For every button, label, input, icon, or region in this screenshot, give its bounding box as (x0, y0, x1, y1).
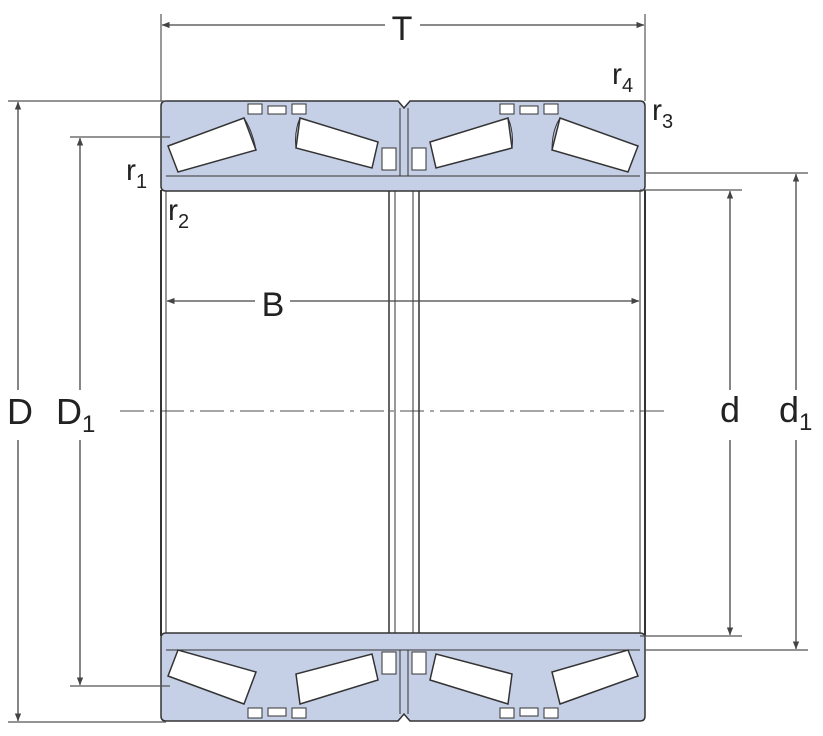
label-r4: r4 (612, 58, 633, 97)
label-r4-main: r (612, 58, 622, 91)
label-D1: D1 (56, 391, 95, 438)
label-T: T (392, 10, 413, 48)
label-r2-main: r (168, 194, 178, 227)
label-r3-sub: 3 (662, 111, 673, 133)
bearing-body (160, 175, 646, 650)
label-D: D (7, 391, 33, 432)
label-D1-sub: 1 (82, 411, 95, 438)
dimension-lines (14, 21, 800, 722)
label-r3: r3 (652, 94, 673, 133)
bottom-ring-section (160, 632, 646, 722)
label-d1: d1 (779, 389, 812, 436)
top-ring-section (160, 100, 646, 192)
label-d1-sub: 1 (799, 409, 812, 436)
label-d: d (720, 389, 740, 430)
label-r2-sub: 2 (178, 211, 189, 233)
label-r3-main: r (652, 94, 662, 127)
label-d1-main: d (779, 389, 799, 430)
label-r1-main: r (126, 154, 136, 187)
label-r4-sub: 4 (622, 75, 633, 97)
label-B: B (262, 286, 285, 324)
extension-lines (8, 14, 808, 723)
label-r2: r2 (168, 194, 189, 233)
label-r1: r1 (126, 154, 147, 193)
label-D1-main: D (56, 391, 82, 432)
label-r1-sub: 1 (136, 171, 147, 193)
